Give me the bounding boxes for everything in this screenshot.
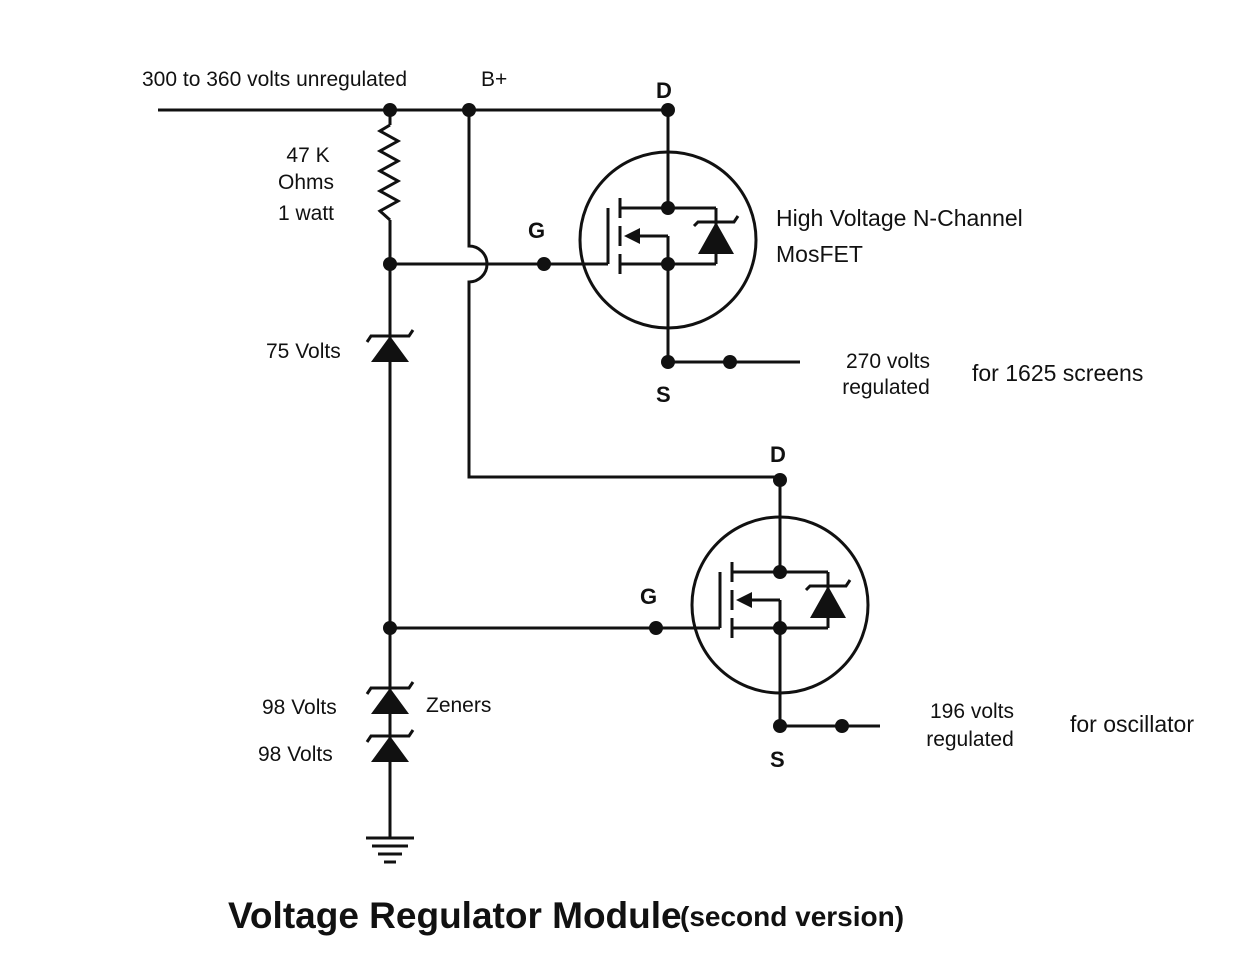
junction-dot — [661, 355, 675, 369]
output2-use-label: for oscillator — [1070, 711, 1194, 737]
junction-dot — [773, 621, 787, 635]
junction-dot — [537, 257, 551, 271]
input-voltage-label: 300 to 360 volts unregulated — [142, 68, 407, 91]
q2-gate-label: G — [640, 584, 657, 609]
zener-75v — [365, 329, 415, 362]
q1-source-output-wire — [666, 264, 800, 364]
zener-98v-top — [365, 681, 415, 714]
diagram-subtitle: (second version) — [680, 901, 904, 932]
zener-98v-top-label: 98 Volts — [262, 696, 337, 719]
wires — [158, 108, 880, 838]
junction-dot — [723, 355, 737, 369]
q1-source-label: S — [656, 382, 671, 407]
junction-dot — [383, 621, 397, 635]
q1-drain-label: D — [656, 78, 672, 103]
mosfet-q1 — [578, 150, 758, 330]
q1-gate-label: G — [528, 218, 545, 243]
junction-dot — [773, 473, 787, 487]
ground-symbol — [366, 836, 414, 864]
junction-dot — [661, 257, 675, 271]
mosfet-description-line1: High Voltage N-Channel — [776, 205, 1023, 231]
output1-voltage-label: 270 volts — [846, 350, 930, 373]
output2-regulated-label: regulated — [926, 728, 1014, 751]
q2-source-label: S — [770, 747, 785, 772]
junction-dot — [462, 103, 476, 117]
junction-dot — [383, 103, 397, 117]
zener-98v-bottom-label: 98 Volts — [258, 743, 333, 766]
resistor-power-label: 1 watt — [278, 202, 334, 225]
bplus-label: B+ — [481, 68, 507, 91]
bplus-feed-wire — [467, 110, 782, 480]
junction-dot — [835, 719, 849, 733]
junction-dot — [773, 565, 787, 579]
junction-dot — [661, 201, 675, 215]
resistor-unit-label: Ohms — [278, 171, 334, 194]
mosfet-q2 — [690, 515, 870, 695]
mosfet-description-line2: MosFET — [776, 241, 863, 267]
output1-regulated-label: regulated — [842, 376, 930, 399]
resistor-47k — [376, 123, 402, 222]
zeners-label: Zeners — [426, 694, 491, 717]
zener-98v-bottom — [365, 729, 415, 762]
zener-75v-label: 75 Volts — [266, 340, 341, 363]
junction-dot — [383, 257, 397, 271]
junction-dot — [649, 621, 663, 635]
output2-voltage-label: 196 volts — [930, 700, 1014, 723]
resistor-value-label: 47 K — [286, 144, 329, 167]
output1-use-label: for 1625 screens — [972, 360, 1143, 386]
q2-drain-label: D — [770, 442, 786, 467]
junction-dots — [383, 103, 849, 733]
junction-dot — [773, 719, 787, 733]
diagram-title: Voltage Regulator Module — [228, 895, 682, 936]
junction-dot — [661, 103, 675, 117]
